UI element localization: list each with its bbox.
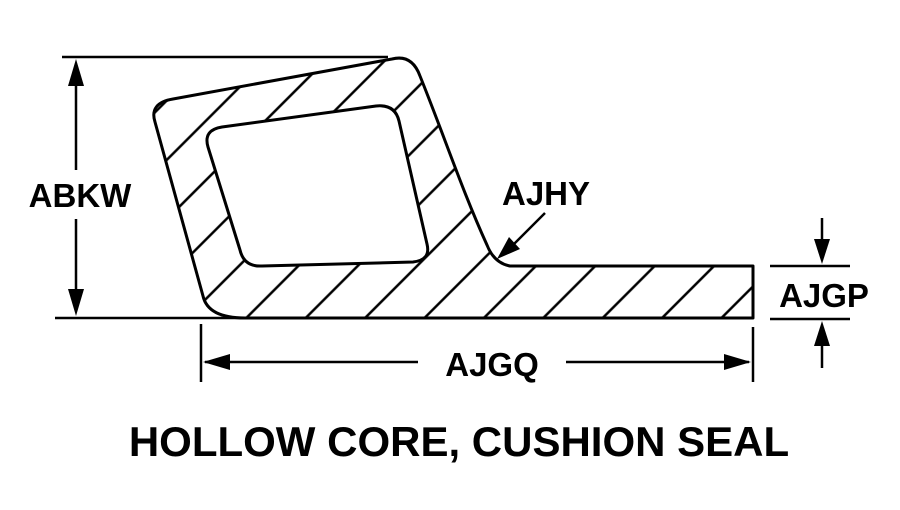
ajgp-dimension: AJGP [770, 218, 869, 368]
seal-body-outline [152, 56, 755, 320]
ajhy-label: AJHY [502, 175, 590, 212]
arrow-down-icon [814, 239, 830, 264]
abkw-dimension: ABKW [29, 55, 388, 320]
arrow-up-icon [814, 321, 830, 346]
ajhy-callout: AJHY [497, 175, 590, 259]
arrow-up-icon [68, 59, 84, 86]
arrow-diagonal-icon [497, 237, 520, 259]
seal-cross-section [152, 56, 755, 320]
ajgq-dimension: AJGQ [199, 324, 755, 383]
arrow-left-icon [203, 354, 230, 370]
ajgp-label: AJGP [779, 277, 869, 314]
ajgq-label: AJGQ [445, 346, 539, 383]
drawing-title: HOLLOW CORE, CUSHION SEAL [129, 418, 789, 465]
arrow-down-icon [68, 289, 84, 316]
arrow-right-icon [724, 354, 751, 370]
abkw-label: ABKW [29, 177, 132, 214]
